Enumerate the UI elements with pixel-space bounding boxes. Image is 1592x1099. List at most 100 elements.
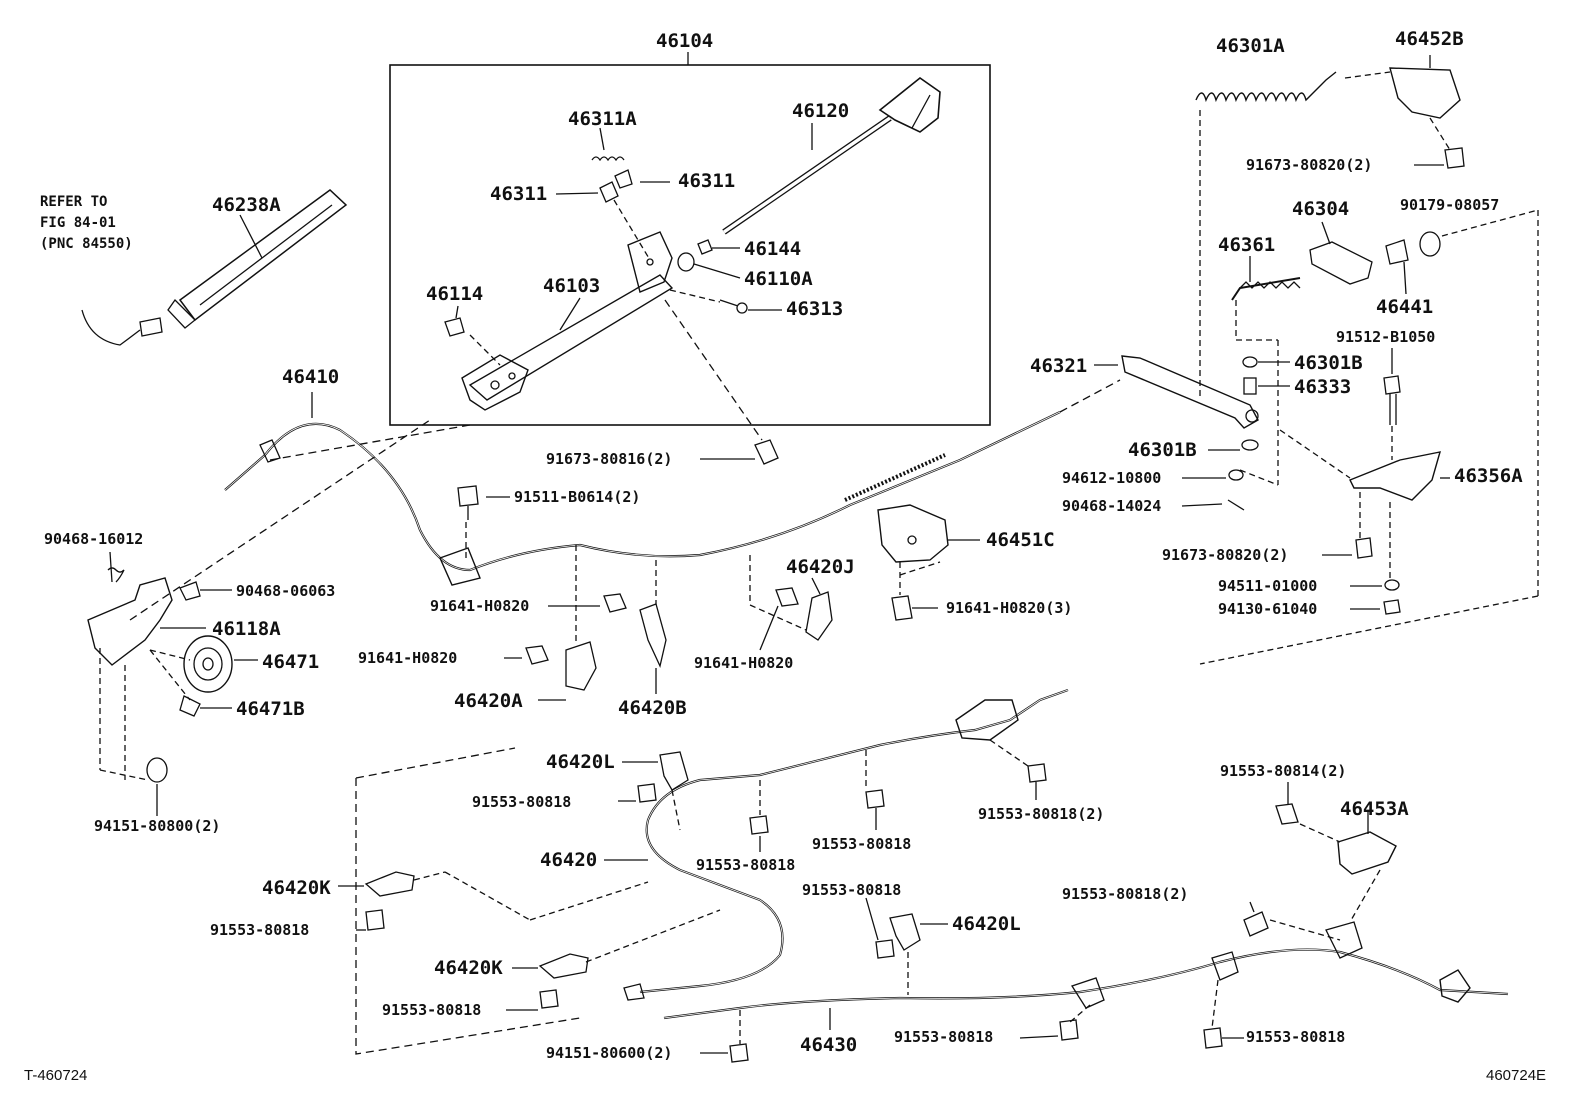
bolt-91553-80818-c-icon xyxy=(865,789,885,809)
spring-46301A-icon xyxy=(1195,71,1337,103)
callout-46333: 46333 xyxy=(1294,376,1352,398)
callout-91553-80818-f: 91553-80818 xyxy=(382,1001,482,1019)
callout-91511-B0614: 91511-B0614(2) xyxy=(514,488,641,506)
callout-46420L-bot: 46420L xyxy=(952,913,1021,935)
bolt-91553-80814-icon xyxy=(1275,803,1299,825)
callout-46321: 46321 xyxy=(1030,355,1088,377)
bolt-91511-B0614-icon xyxy=(457,485,479,520)
callout-94511-01000: 94511-01000 xyxy=(1218,577,1318,595)
bolt-91553-80818-b-icon xyxy=(749,815,769,835)
callout-94130-61040: 94130-61040 xyxy=(1218,600,1318,618)
callout-46301B-top: 46301B xyxy=(1294,352,1363,374)
bolt-46114-icon xyxy=(444,305,465,337)
callout-91641-H0820-c: 91641-H0820 xyxy=(694,654,794,672)
callout-46420: 46420 xyxy=(540,849,598,871)
bolt-91553-80818-h-icon xyxy=(1203,1027,1223,1049)
bolt-91553-80818-e-icon xyxy=(875,939,895,959)
bracket-46420J-icon xyxy=(805,591,833,641)
callout-46420A: 46420A xyxy=(454,690,523,712)
washer-46301B-mid-icon xyxy=(1241,439,1259,451)
spring-46311A-icon xyxy=(591,156,625,162)
collar-46333-icon xyxy=(1243,377,1257,395)
bolt-91512-B1050-icon xyxy=(1383,375,1401,425)
bolt-91641-H0820-b-icon xyxy=(525,645,549,665)
callout-46311-right: 46311 xyxy=(678,170,736,192)
callout-46453A: 46453A xyxy=(1340,798,1409,820)
callout-94612-10800: 94612-10800 xyxy=(1062,469,1162,487)
callout-91673-80820-top: 91673-80820(2) xyxy=(1246,156,1373,174)
rear-cable-46430-icon xyxy=(663,921,1509,1020)
bolt-91641-H0820-3-icon xyxy=(891,595,913,621)
bracket-46420L-top-icon xyxy=(659,751,689,791)
callout-46451C: 46451C xyxy=(986,529,1055,551)
callout-46301A: 46301A xyxy=(1216,35,1285,57)
callout-91553-80818-b: 91553-80818 xyxy=(696,856,796,874)
adjuster-46304-icon xyxy=(1309,241,1373,285)
callout-46238A: 46238A xyxy=(212,194,281,216)
callout-46410: 46410 xyxy=(282,366,340,388)
callout-46103: 46103 xyxy=(543,275,601,297)
rear-cable-frame xyxy=(355,747,581,1055)
callout-91553-80818-e: 91553-80818 xyxy=(802,881,902,899)
bracket-46420A-icon xyxy=(565,641,597,691)
callout-91641-H0820-b: 91641-H0820 xyxy=(358,649,458,667)
bolt-91553-80818-g-icon xyxy=(1059,1019,1079,1041)
washer-94612-10800-icon xyxy=(1228,469,1244,481)
callout-46311-left: 46311 xyxy=(490,183,548,205)
callout-94151-80800: 94151-80800(2) xyxy=(94,817,221,835)
switch-wire-icon xyxy=(81,309,163,346)
drawing-code-left: T-460724 xyxy=(24,1067,88,1084)
callout-91553-80818-g: 91553-80818 xyxy=(894,1028,994,1046)
rear-cable-46420-icon xyxy=(623,688,1069,1001)
callout-46301B-mid: 46301B xyxy=(1128,439,1197,461)
washer-94511-01000-icon xyxy=(1384,579,1400,591)
callout-90468-16012: 90468-16012 xyxy=(44,530,144,548)
clip-90468-16012-icon xyxy=(107,567,125,583)
bolt-91553-80818-f-icon xyxy=(539,989,559,1009)
callout-91553-80814: 91553-80814(2) xyxy=(1220,762,1347,780)
callout-46430: 46430 xyxy=(800,1034,858,1056)
callout-46471: 46471 xyxy=(262,651,320,673)
refer-note-line-3: (PNC 84550) xyxy=(40,236,133,252)
bracket-46356A-icon xyxy=(1349,451,1441,501)
refer-note-line-1: REFER TO xyxy=(40,194,108,210)
callout-90179-08057: 90179-08057 xyxy=(1400,196,1500,214)
bolt-91553-80818-2b-icon xyxy=(1243,911,1269,937)
callout-91641-H0820-a: 91641-H0820 xyxy=(430,597,530,615)
callout-46104: 46104 xyxy=(656,30,714,52)
console-cover-46238A-icon xyxy=(167,189,348,329)
callout-90468-06063: 90468-06063 xyxy=(236,582,336,600)
callout-91553-80818-2a: 91553-80818(2) xyxy=(978,805,1105,823)
ring-46110A-icon xyxy=(677,252,741,279)
bracket-46420B-icon xyxy=(639,603,667,668)
pin-90468-14024-icon xyxy=(1227,499,1245,511)
drawing-code-right: 460724E xyxy=(1486,1067,1547,1084)
bolt-91553-80818-a-icon xyxy=(637,783,657,803)
pin-46313-icon xyxy=(719,299,782,314)
bolt-91673-80820-top-icon xyxy=(1444,147,1465,169)
bushing-46144-icon xyxy=(697,239,740,255)
callout-46356A: 46356A xyxy=(1454,465,1523,487)
bracket-46420K-top-icon xyxy=(364,871,415,897)
bolt-91673-80820-mid-icon xyxy=(1355,537,1373,559)
callout-46304: 46304 xyxy=(1292,198,1350,220)
lever-assembly-frame xyxy=(389,64,991,426)
callout-46420J: 46420J xyxy=(786,556,855,578)
callout-90468-14024: 90468-14024 xyxy=(1062,497,1162,515)
callout-46144: 46144 xyxy=(744,238,802,260)
callout-46120: 46120 xyxy=(792,100,850,122)
drum-46471-icon xyxy=(183,635,233,693)
callout-91641-H0820-3: 91641-H0820(3) xyxy=(946,599,1073,617)
callout-94151-80600: 94151-80600(2) xyxy=(546,1044,673,1062)
callout-46452B: 46452B xyxy=(1395,28,1464,50)
callout-91673-80820-mid: 91673-80820(2) xyxy=(1162,546,1289,564)
callout-46311A: 46311A xyxy=(568,108,637,130)
callout-46420L-top: 46420L xyxy=(546,751,615,773)
callout-91553-80818-2b: 91553-80818(2) xyxy=(1062,885,1189,903)
bolt-91553-80818-d-icon xyxy=(365,909,385,931)
washer-46301B-top-icon xyxy=(1242,356,1258,368)
bolt-91553-80818-2a-icon xyxy=(1027,763,1047,783)
callout-46313: 46313 xyxy=(786,298,844,320)
